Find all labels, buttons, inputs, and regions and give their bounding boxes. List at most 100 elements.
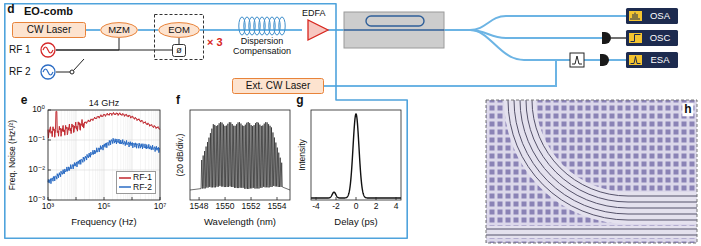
tick bbox=[277, 197, 278, 200]
tick bbox=[132, 197, 133, 200]
panel-letter: g bbox=[296, 94, 303, 107]
tick bbox=[48, 140, 51, 141]
plot-frame bbox=[311, 110, 401, 200]
plot-frame bbox=[48, 110, 160, 200]
tick-label: 10⁵ bbox=[98, 202, 111, 212]
waveguide bbox=[514, 100, 697, 214]
modulator-oval: MZM bbox=[100, 22, 138, 38]
pulse-trace bbox=[311, 114, 401, 198]
tick bbox=[251, 197, 252, 200]
tick-label: 10³ bbox=[42, 202, 54, 212]
node-label: OSC bbox=[650, 33, 671, 44]
oval-outline bbox=[159, 23, 200, 38]
switch-terminal bbox=[70, 70, 74, 74]
node-label: Ext. CW Laser bbox=[246, 80, 310, 91]
axis-title: Wavelength (nm) bbox=[204, 217, 276, 228]
panel-frame bbox=[486, 100, 697, 243]
minor-grid bbox=[95, 110, 96, 200]
tick-label: 10⁷ bbox=[154, 202, 167, 212]
axis-ticks bbox=[48, 110, 396, 200]
switch-lever bbox=[74, 59, 85, 71]
noise-curve bbox=[48, 111, 160, 138]
rf-wire bbox=[179, 38, 180, 44]
box-outline bbox=[233, 79, 324, 94]
panel-letter: f bbox=[176, 94, 180, 107]
node-label: RF 2 bbox=[9, 66, 31, 77]
cable bbox=[611, 37, 626, 38]
tick-label: 4 bbox=[394, 202, 399, 212]
tick-label: 1550 bbox=[216, 202, 235, 212]
panel-letter: f bbox=[176, 94, 180, 107]
minor-grid bbox=[61, 110, 62, 200]
axis-title: Freq. Noise (Hz¹/²) bbox=[8, 120, 18, 190]
panel-letter: e bbox=[21, 94, 28, 107]
tick-label: 10⁰ bbox=[32, 105, 45, 115]
minor-grid bbox=[102, 110, 103, 200]
screen-glyph bbox=[631, 35, 641, 42]
legend-line bbox=[119, 177, 131, 179]
laser-box: Ext. CW Laser bbox=[232, 78, 324, 94]
tick-label: 1554 bbox=[268, 202, 287, 212]
tick-label: 0 bbox=[354, 202, 359, 212]
minor-grid bbox=[158, 110, 159, 200]
tick bbox=[48, 170, 51, 171]
screen-icon bbox=[629, 55, 642, 65]
tick-label: 1548 bbox=[190, 202, 209, 212]
axis-title: Frequency (Hz) bbox=[71, 217, 136, 228]
photodetector bbox=[602, 32, 611, 44]
box-outline bbox=[13, 23, 86, 38]
instrument-body bbox=[626, 30, 678, 46]
axis-title: (20 dB/div.) bbox=[176, 134, 186, 177]
fiber-connector bbox=[297, 29, 302, 31]
instrument-box: ESA bbox=[626, 52, 678, 68]
minor-grid bbox=[71, 110, 72, 200]
clear-band bbox=[486, 226, 697, 238]
microresonator-chip bbox=[344, 12, 444, 48]
node-label: Dispersion Compensation bbox=[228, 36, 296, 56]
panel-letter: d bbox=[7, 3, 14, 16]
bandpass-filter bbox=[570, 53, 584, 67]
node-label: MZM bbox=[108, 25, 130, 36]
legend-row: RF-1 bbox=[119, 173, 152, 183]
instrument-box: OSA bbox=[626, 8, 678, 24]
tick bbox=[396, 197, 397, 200]
node-label: ø bbox=[176, 45, 182, 55]
tick-label: 10³ bbox=[42, 202, 54, 212]
screen-icon bbox=[629, 11, 642, 21]
axis-title: Intensity bbox=[298, 139, 308, 171]
legend-row: RF-2 bbox=[119, 183, 152, 193]
micrograph bbox=[486, 100, 697, 243]
rf-wire bbox=[56, 72, 70, 73]
screen-glyph bbox=[631, 57, 641, 64]
tick-label: 1552 bbox=[242, 202, 261, 212]
fiber bbox=[227, 29, 297, 31]
panel-letter: h bbox=[682, 103, 693, 116]
screen-icon bbox=[629, 33, 642, 43]
node-label: EDFA bbox=[302, 8, 326, 18]
tick-label: -2 bbox=[332, 202, 340, 212]
tick-label: -4 bbox=[312, 202, 320, 212]
waveguide bbox=[526, 100, 697, 202]
instrument-body bbox=[626, 52, 678, 68]
rf-wire bbox=[56, 38, 119, 50]
amplifier-triangle: EDFA bbox=[302, 8, 334, 52]
plots bbox=[48, 110, 401, 200]
axis-title: Delay (ps) bbox=[334, 217, 377, 228]
minor-grid bbox=[69, 110, 70, 200]
comb-spectrum bbox=[190, 122, 290, 190]
tick-label: 1548 bbox=[190, 202, 209, 212]
tick bbox=[160, 197, 161, 200]
tick-label: 2 bbox=[374, 202, 379, 212]
rf-switch bbox=[56, 59, 84, 74]
repeat-group: EOMø× 3 bbox=[154, 14, 204, 60]
grid-line bbox=[48, 140, 160, 141]
fiber bbox=[470, 30, 556, 60]
instrument-box: OSC bbox=[626, 30, 678, 46]
tick-label: 10⁵ bbox=[98, 202, 111, 212]
minor-grid bbox=[67, 110, 68, 200]
panel-letter: e bbox=[21, 94, 28, 107]
legend-line bbox=[119, 187, 131, 189]
region-border bbox=[5, 4, 407, 238]
legend-text: RF-2 bbox=[133, 183, 152, 193]
minor-grid bbox=[112, 110, 113, 200]
